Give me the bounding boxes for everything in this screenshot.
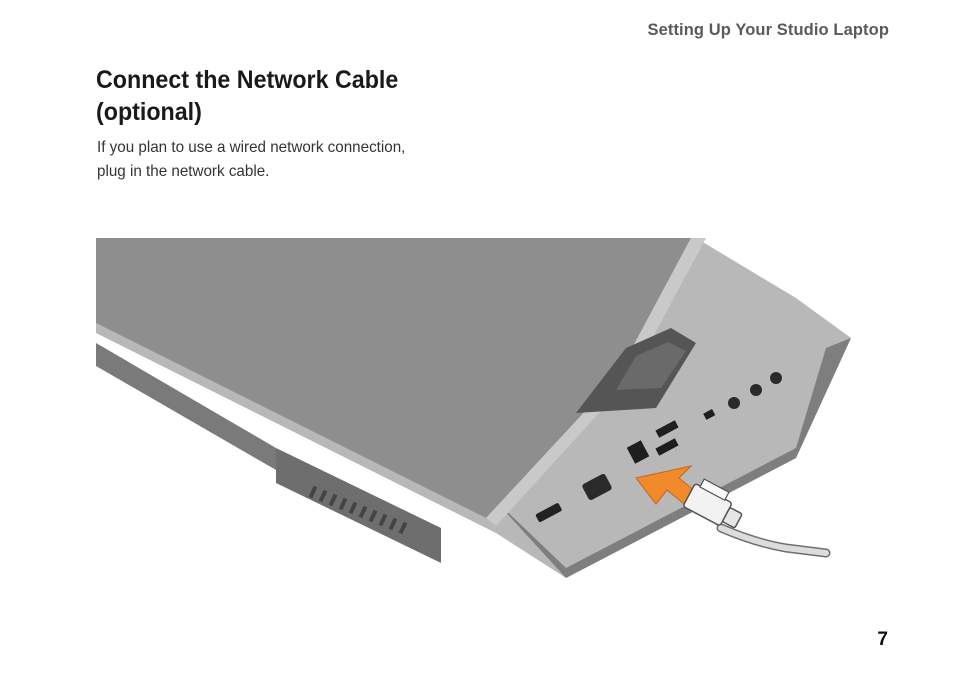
running-header: Setting Up Your Studio Laptop [647,21,889,39]
usb-port-1 [655,420,679,438]
section-heading: Connect the Network Cable (optional) [96,64,449,128]
firewire-port [703,409,716,420]
instruction-line-1: If you plan to use a wired network conne… [97,139,406,156]
section-heading-line-1: Connect the Network Cable [96,66,399,94]
laptop-base-side [491,338,851,578]
page-number: 7 [877,629,888,650]
usb-port-2 [655,438,679,456]
section-heading-line-2: (optional) [96,98,202,126]
laptop-network-illustration [96,238,851,578]
hdmi-port [535,503,562,522]
vent-slots [308,485,408,535]
instruction-line-2: plug in the network cable. [97,163,270,180]
laptop-lid [96,238,691,518]
instruction-text: If you plan to use a wired network conne… [97,136,477,184]
laptop-hinge [276,448,441,563]
laptop-lid-edge [486,238,706,526]
audio-jack-1 [728,397,740,409]
audio-jack-3 [770,372,782,384]
laptop-hinge-top [96,343,276,470]
network-port [626,440,650,464]
audio-jack-2 [750,384,762,396]
vga-port [582,474,612,500]
rj45-plug [683,478,743,529]
